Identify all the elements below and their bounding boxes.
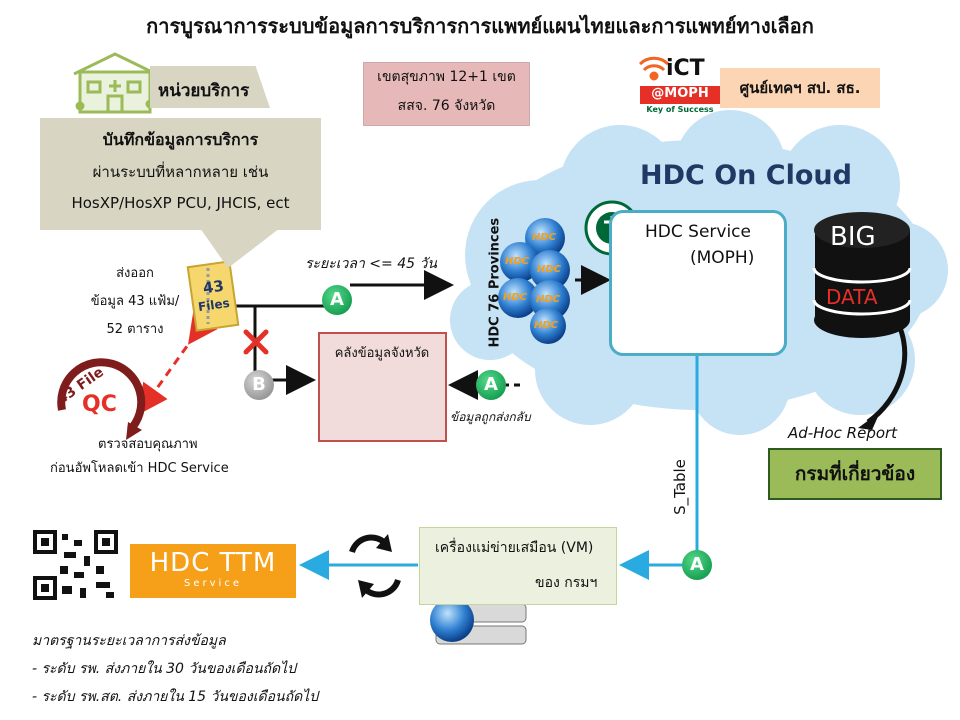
- note-hospital: - ระดับ รพ. ส่งภายใน 30 วันของเดือนถัดไป: [32, 661, 297, 677]
- export-line-3: 52 ตาราง: [106, 322, 164, 337]
- qc-line-2: ก่อนอัพโหลดเข้า HDC Service: [50, 461, 229, 476]
- bigdata-database-icon: [812, 212, 912, 338]
- cloud-title: HDC On Cloud: [640, 160, 852, 191]
- record-line-2: ผ่านระบบที่หลากหลาย เช่น: [92, 163, 269, 181]
- marker-a-return: A: [476, 370, 506, 400]
- record-line-1: บันทึกข้อมูลการบริการ: [102, 130, 259, 149]
- vm-server-box: [419, 527, 617, 605]
- provincial-store-label: คลังข้อมูลจังหวัด: [334, 346, 430, 361]
- ict-logo-bar: [640, 86, 720, 104]
- globe-label-6: HDC: [534, 320, 559, 331]
- hdc-ttm-logo-box: [130, 544, 296, 598]
- marker-b: B: [244, 370, 274, 400]
- hdc-ttm-logo-sub: Service: [184, 578, 242, 589]
- bigdata-big: BIG: [830, 222, 876, 252]
- globe-label-4: HDC: [503, 292, 528, 303]
- files-folder-icon: [186, 260, 240, 332]
- s-table-label: S_Table: [671, 459, 689, 515]
- cross-icon: [243, 329, 269, 355]
- province-globes: [498, 218, 570, 344]
- adhoc-report-label: Ad-Hoc Report: [788, 424, 898, 442]
- arrow-qc-link: [138, 311, 218, 415]
- marker-a-main: A: [322, 285, 352, 315]
- qc-line-1: ตรวจสอบคุณภาพ: [98, 437, 198, 452]
- hdc-service-line-1: HDC Service: [645, 222, 751, 242]
- globe-label-3: HDC: [537, 264, 562, 275]
- page-title: การบูรณาการระบบข้อมูลการบริการการแพทย์แผ…: [146, 14, 814, 38]
- provinces-label: HDC 76 Provinces: [487, 217, 503, 348]
- qc-label: QC: [82, 392, 117, 417]
- marker-a-stable: A: [682, 550, 712, 580]
- hdc-service-line-2: (MOPH): [690, 248, 755, 268]
- time-limit-label: ระยะเวลา <= 45 วัน: [305, 256, 437, 272]
- export-line-1: ส่งออก: [116, 266, 154, 281]
- qr-code-icon: [33, 530, 118, 600]
- hdc-service-box: [609, 210, 787, 356]
- hdc-ttm-logo-text: HDC TTM: [149, 548, 277, 578]
- files-icon-number: 43: [201, 276, 226, 298]
- note-health-center: - ระดับ รพ.สต. ส่งภายใน 15 วันของเดือนถั…: [32, 689, 319, 705]
- region-line-1: เขตสุขภาพ 12+1 เขต: [377, 69, 516, 85]
- data-returned-label: ข้อมูลถูกส่งกลับ: [450, 410, 531, 424]
- vm-line-2: ของ กรมฯ: [535, 575, 598, 591]
- ict-logo-tagline: Key of Success: [646, 105, 714, 114]
- region-box: เขตสุขภาพ 12+1 เขต สสจ. 76 จังหวัด: [363, 62, 530, 126]
- export-line-2: ข้อมูล 43 แฟ้ม/: [90, 294, 180, 309]
- wifi-icon: [638, 56, 670, 81]
- related-departments-box: กรมที่เกี่ยวข้อง: [768, 448, 942, 500]
- qc-badge-icon: [57, 358, 146, 440]
- service-unit-label: หน่วยบริการ: [158, 81, 250, 101]
- vm-line-1: เครื่องแม่ข่ายเสมือน (VM): [435, 540, 594, 556]
- globe-label-2: HDC: [505, 256, 530, 267]
- note-heading: มาตรฐานระยะเวลาการส่งข้อมูล: [32, 633, 226, 649]
- bigdata-data: DATA: [826, 285, 878, 309]
- ict-logo-moph: @MOPH: [651, 86, 709, 101]
- ict-logo-text: iCT: [666, 56, 705, 81]
- globe-label-1: HDC: [532, 232, 557, 243]
- record-line-3: HosXP/HosXP PCU, JHCIS, ect: [71, 194, 290, 212]
- hospital-building-icon: [73, 52, 157, 114]
- ict-center-label: ศูนย์เทคฯ สป. สธ.: [720, 68, 880, 108]
- record-box: [40, 118, 321, 230]
- globe-label-5: HDC: [536, 294, 561, 305]
- provincial-store-box: [318, 332, 447, 442]
- service-unit-tab: [150, 66, 270, 108]
- region-line-2: สสจ. 76 จังหวัด: [397, 98, 496, 114]
- cloud-shape: [450, 110, 948, 435]
